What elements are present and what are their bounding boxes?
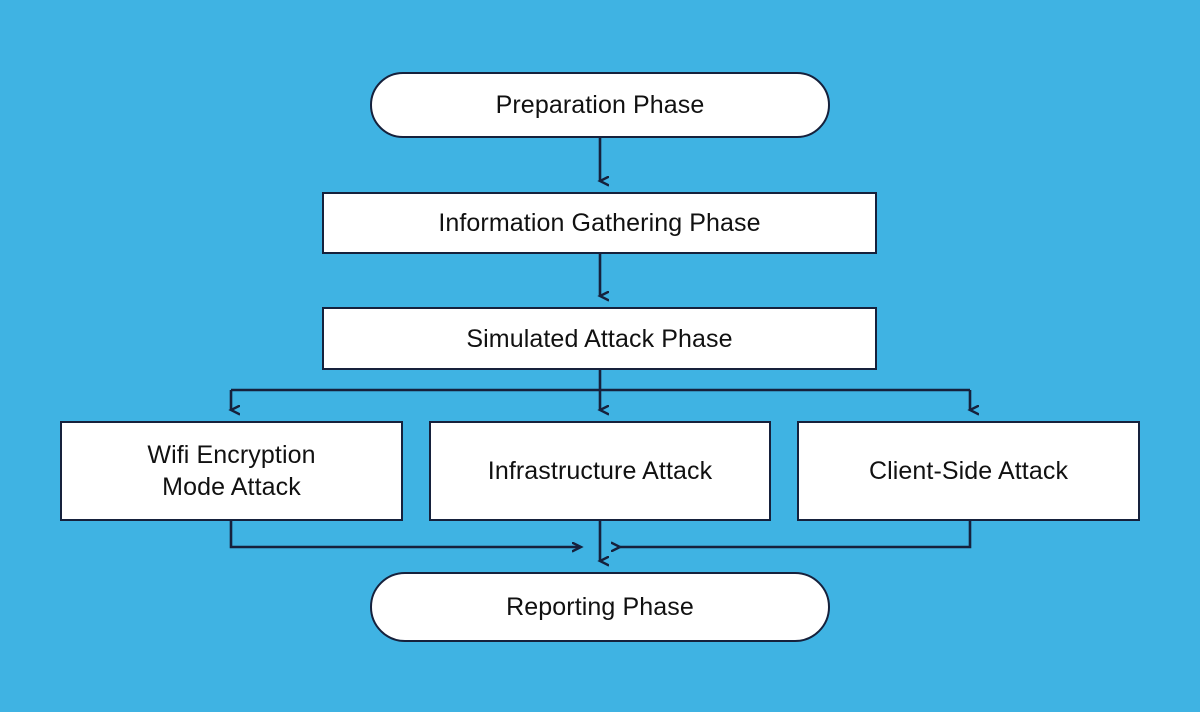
node-preparation-phase-label: Preparation Phase bbox=[495, 91, 705, 119]
edge-wifi-encryption-to-reporting bbox=[229, 521, 581, 547]
node-infrastructure-attack[interactable]: Infrastructure Attack bbox=[429, 421, 771, 521]
node-information-gathering-phase[interactable]: Information Gathering Phase bbox=[322, 192, 877, 254]
node-client-side-attack-label: Client-Side Attack bbox=[868, 457, 1069, 485]
node-reporting-phase-label: Reporting Phase bbox=[506, 593, 694, 621]
node-preparation-phase[interactable]: Preparation Phase bbox=[370, 72, 830, 138]
node-wifi-encryption-mode-attack-label: Wifi Encryption Mode Attack bbox=[147, 441, 316, 501]
node-client-side-attack[interactable]: Client-Side Attack bbox=[797, 421, 1140, 521]
node-information-gathering-phase-label: Information Gathering Phase bbox=[438, 209, 761, 237]
node-simulated-attack-phase[interactable]: Simulated Attack Phase bbox=[322, 307, 877, 370]
node-wifi-encryption-mode-attack[interactable]: Wifi Encryption Mode Attack bbox=[60, 421, 403, 521]
node-infrastructure-attack-label: Infrastructure Attack bbox=[487, 457, 713, 485]
node-reporting-phase[interactable]: Reporting Phase bbox=[370, 572, 830, 642]
node-simulated-attack-phase-label: Simulated Attack Phase bbox=[466, 324, 733, 353]
edge-client-side-to-reporting bbox=[620, 521, 972, 547]
